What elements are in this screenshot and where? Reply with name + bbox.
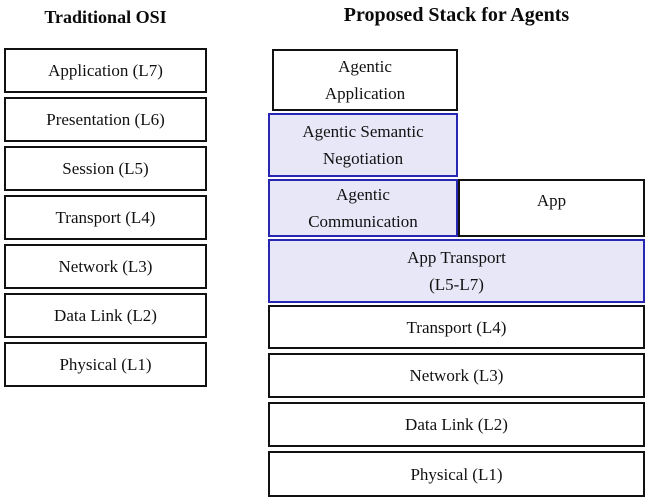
box-agentic-application: Agentic Application (272, 49, 458, 111)
communication-app-row: Agentic Communication App (268, 179, 645, 237)
agent-stack: Agentic Application Agentic Semantic Neg… (268, 49, 645, 497)
box-label-line: Communication (308, 212, 418, 231)
box-label-line: Negotiation (322, 149, 404, 168)
osi-box-network-l3: Network (L3) (4, 244, 207, 289)
box-network-l3: Network (L3) (268, 353, 645, 398)
osi-box-presentation-l6: Presentation (L6) (4, 97, 207, 142)
right-column-title: Proposed Stack for Agents (343, 4, 570, 26)
box-label-line: Agentic Semantic (302, 122, 424, 141)
box-transport-l4: Transport (L4) (268, 305, 645, 349)
box-label-line: Agentic (336, 185, 390, 204)
box-label-line: Agentic (338, 57, 392, 76)
osi-box-physical-l1: Physical (L1) (4, 342, 207, 387)
box-agentic-communication: Agentic Communication (268, 179, 458, 237)
box-datalink-l2: Data Link (L2) (268, 402, 645, 447)
osi-box-datalink-l2: Data Link (L2) (4, 293, 207, 338)
left-column-title: Traditional OSI (44, 7, 167, 27)
box-physical-l1: Physical (L1) (268, 451, 645, 497)
box-agentic-semantic-negotiation: Agentic Semantic Negotiation (268, 113, 458, 177)
box-app: App (458, 179, 645, 237)
box-label-line: (L5-L7) (429, 275, 484, 294)
osi-box-transport-l4: Transport (L4) (4, 195, 207, 240)
box-label-line: Application (324, 84, 406, 103)
osi-box-application-l7: Application (L7) (4, 48, 207, 93)
box-app-transport: App Transport (L5-L7) (268, 239, 645, 303)
box-label-line: App Transport (407, 248, 506, 267)
osi-stack: Application (L7) Presentation (L6) Sessi… (4, 48, 207, 387)
osi-box-session-l5: Session (L5) (4, 146, 207, 191)
